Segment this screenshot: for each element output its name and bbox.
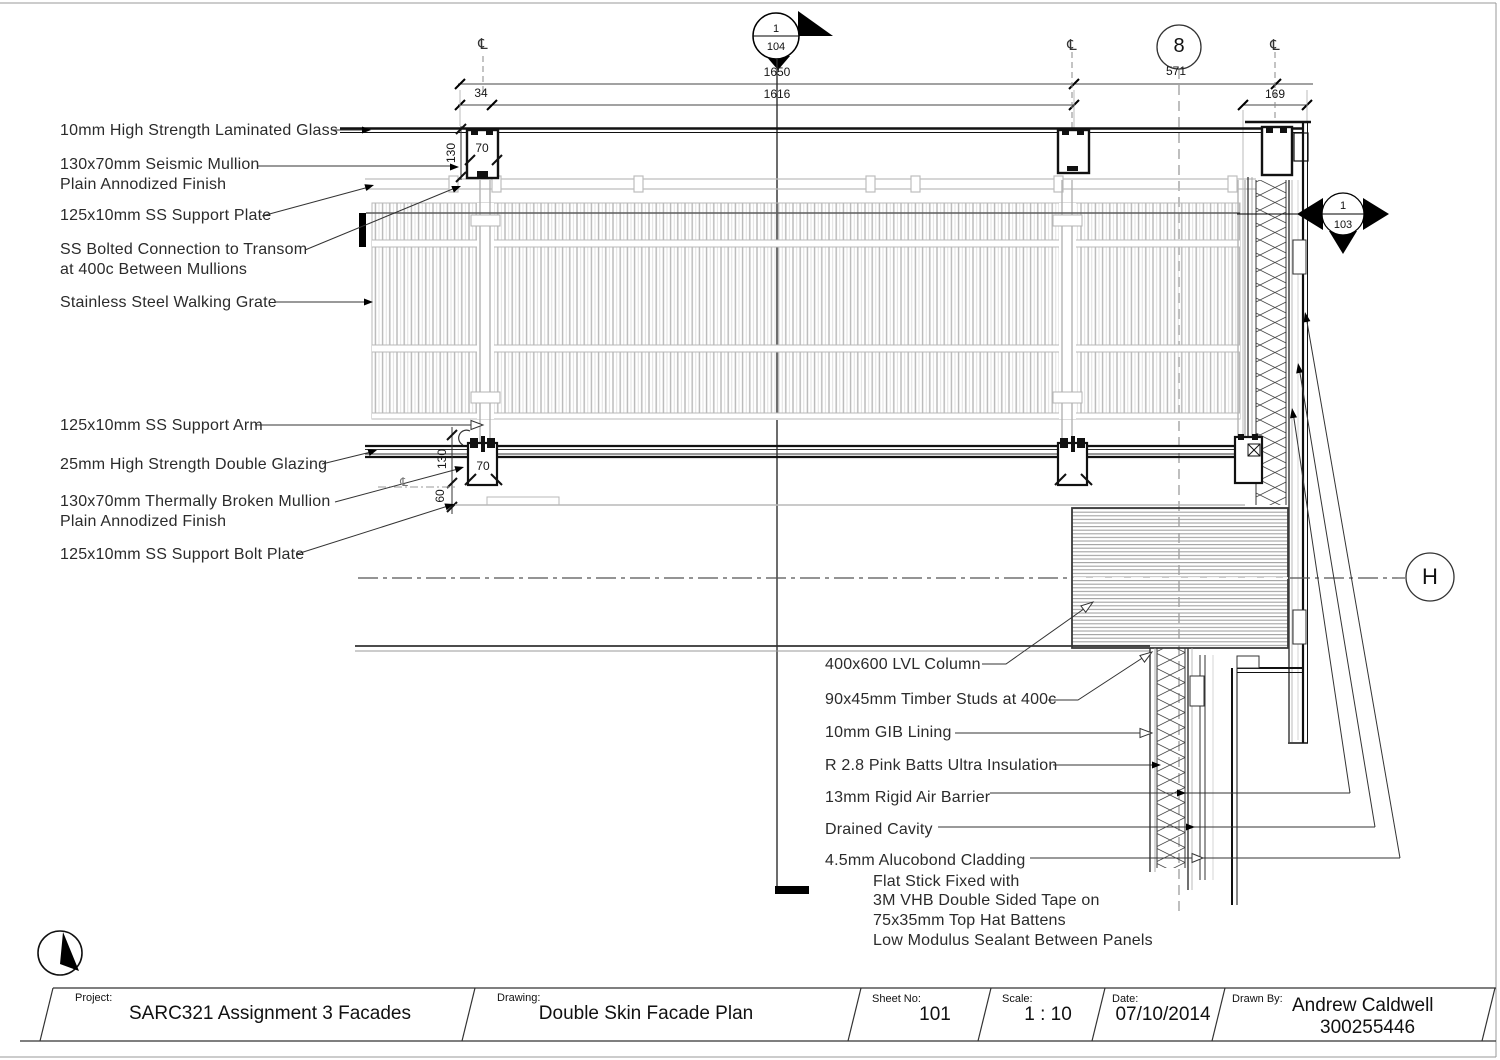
centreline-icon: ℄: [478, 35, 488, 53]
dim-571: 571: [1165, 64, 1187, 78]
label-alucobond-4: 75x35mm Top Hat Battens: [873, 912, 1066, 929]
section-marker-104: [752, 11, 833, 894]
bottom-stud-wall: [1149, 648, 1303, 905]
label-alucobond-2: Flat Stick Fixed with: [873, 873, 1020, 890]
laminated-glass-line: [340, 127, 1302, 133]
label-bolted-1: SS Bolted Connection to Transom: [60, 241, 308, 258]
label-double-glazing: 25mm High Strength Double Glazing: [60, 456, 328, 473]
grid-bubble-8-text: 8: [1173, 35, 1185, 57]
titleblock-scale-label: Scale:: [1002, 993, 1033, 1005]
section-103-number: 1: [1339, 200, 1347, 212]
label-lvl-column: 400x600 LVL Column: [825, 656, 981, 673]
titleblock-project-label: Project:: [75, 992, 113, 1004]
walking-grate: [359, 180, 1246, 443]
section-104-sheet: 104: [766, 41, 786, 53]
label-walking-grate: Stainless Steel Walking Grate: [60, 294, 277, 311]
grid-bubble-h-text: H: [1422, 564, 1438, 589]
label-bolt-plate: 125x10mm SS Support Bolt Plate: [60, 546, 305, 563]
dim-130-top: 130: [444, 142, 458, 164]
right-wall-assembly: [1247, 122, 1308, 744]
section-103-sheet: 103: [1333, 219, 1353, 231]
titleblock-sheet-label: Sheet No:: [872, 993, 921, 1005]
dimension-lines: [454, 52, 1313, 480]
label-support-plate: 125x10mm SS Support Plate: [60, 207, 272, 224]
double-glazing-line: [365, 444, 1237, 459]
right-lower-mullion-profile: [1233, 434, 1264, 485]
title-block-frame: [20, 987, 1496, 1042]
label-alucobond-3: 3M VHB Double Sided Tape on: [873, 892, 1100, 909]
dim-34: 34: [474, 86, 488, 100]
label-seismic-mullion: 130x70mm Seismic Mullion: [60, 156, 260, 173]
titleblock-scale-value: 1 : 10: [1024, 1004, 1072, 1025]
titleblock-drawing-value: Double Skin Facade Plan: [538, 1003, 754, 1024]
dim-130-bot: 130: [435, 448, 449, 470]
leader-lines: [255, 126, 1401, 864]
titleblock-drawing-label: Drawing:: [497, 992, 541, 1004]
label-gib-lining: 10mm GIB Lining: [825, 724, 952, 741]
interior-wall-line: [355, 645, 1150, 652]
dim-1616: 1616: [763, 87, 791, 101]
mid-mullion-profile: [1056, 128, 1091, 175]
label-bolted-2: at 400c Between Mullions: [60, 261, 248, 278]
centreline-icon: ℄: [400, 475, 408, 489]
support-bolt-plate-line: [378, 486, 1245, 506]
dim-60: 60: [433, 489, 447, 503]
titleblock-sheet-value: 101: [919, 1004, 951, 1025]
dim-70-top: 70: [475, 141, 489, 155]
grid-line-h: [358, 552, 1455, 602]
titleblock-date-value: 07/10/2014: [1115, 1004, 1211, 1025]
label-timber-studs: 90x45mm Timber Studs at 400c: [825, 691, 1057, 708]
label-thermal-finish: Plain Annodized Finish: [60, 513, 227, 530]
section-104-number: 1: [772, 23, 780, 35]
centreline-icon: ℄: [1270, 36, 1280, 54]
label-batts-insulation: R 2.8 Pink Batts Ultra Insulation: [825, 757, 1058, 774]
dim-70-bot: 70: [476, 459, 490, 473]
seismic-mullion-profile: [455, 123, 503, 183]
titleblock-date-label: Date:: [1112, 993, 1139, 1005]
label-air-barrier: 13mm Rigid Air Barrier: [825, 789, 991, 806]
label-thermal-mullion: 130x70mm Thermally Broken Mullion: [60, 493, 331, 510]
centreline-icon: ℄: [1067, 36, 1077, 54]
label-seismic-finish: Plain Annodized Finish: [60, 176, 227, 193]
titleblock-drawnby-name: Andrew Caldwell: [1292, 995, 1434, 1016]
thermally-broken-mullion-profile: [446, 427, 503, 514]
titleblock-drawnby-label: Drawn By:: [1232, 993, 1283, 1005]
label-laminated-glass: 10mm High Strength Laminated Glass: [60, 122, 339, 139]
mid-lower-mullion-profile: [1054, 436, 1093, 487]
label-alucobond-5: Low Modulus Sealant Between Panels: [873, 932, 1153, 949]
corner-mullion-profile: [1245, 120, 1311, 177]
section-marker-103: [1237, 192, 1389, 254]
dim-169: 169: [1264, 87, 1286, 101]
north-arrow-icon: [37, 930, 83, 976]
titleblock-drawnby-id: 300255446: [1320, 1017, 1416, 1038]
grid-bubble-8: [1156, 24, 1202, 912]
label-alucobond-1: 4.5mm Alucobond Cladding: [825, 852, 1026, 869]
titleblock-project-value: SARC321 Assignment 3 Facades: [129, 1003, 411, 1024]
dim-1650: 1650: [763, 65, 791, 79]
label-support-arm: 125x10mm SS Support Arm: [60, 417, 263, 434]
label-drained-cavity: Drained Cavity: [825, 821, 933, 838]
